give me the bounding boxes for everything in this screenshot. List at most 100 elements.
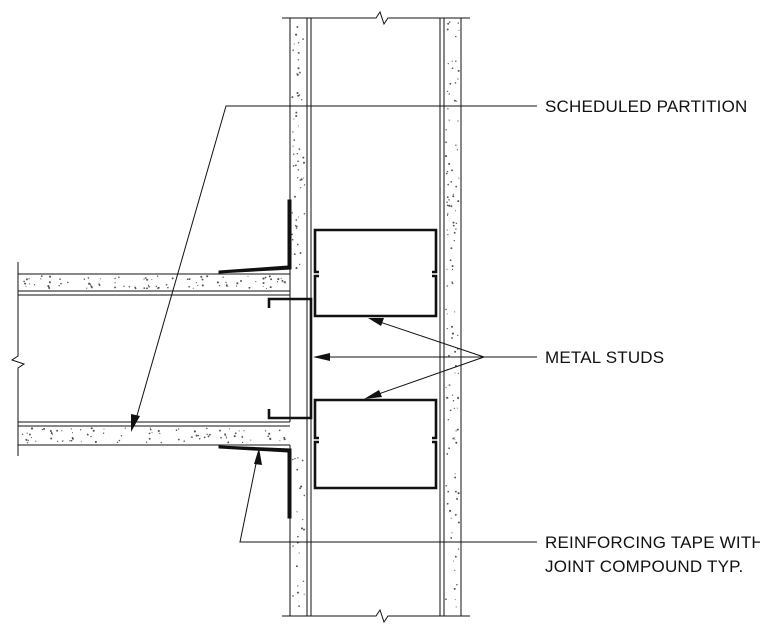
gypsum-speck bbox=[293, 139, 296, 141]
gypsum-speck bbox=[454, 569, 456, 571]
gypsum-speck bbox=[455, 606, 457, 608]
gypsum-speck bbox=[227, 285, 229, 287]
gypsum-speck bbox=[296, 243, 299, 246]
gypsum-speck bbox=[28, 278, 30, 280]
gypsum-speck bbox=[149, 427, 151, 429]
gypsum-speck bbox=[282, 281, 284, 283]
gypsum-speck bbox=[206, 433, 208, 436]
gypsum-speck bbox=[28, 283, 30, 285]
gypsum-speck bbox=[456, 149, 458, 151]
gypsum-speck bbox=[454, 490, 457, 493]
gypsum-speck bbox=[457, 521, 460, 524]
gypsum-speck bbox=[445, 485, 447, 487]
leaders bbox=[131, 105, 537, 543]
gypsum-speck bbox=[294, 457, 296, 460]
gypsum-speck bbox=[446, 285, 448, 287]
gypsum-speck bbox=[90, 427, 93, 430]
gypsum-speck bbox=[71, 432, 74, 434]
gypsum-speck bbox=[445, 172, 448, 175]
gypsum-speck bbox=[236, 282, 239, 285]
gypsum-speck bbox=[456, 428, 459, 431]
gypsum-speck bbox=[452, 221, 455, 224]
gypsum-speck bbox=[297, 160, 299, 163]
gypsum-speck bbox=[31, 437, 33, 439]
gypsum-speck bbox=[291, 96, 294, 99]
gypsum-speck bbox=[455, 60, 457, 63]
gypsum-speck bbox=[450, 325, 454, 328]
gypsum-speck bbox=[292, 49, 294, 51]
gypsum-speck bbox=[450, 205, 453, 208]
gypsum-speck bbox=[240, 280, 242, 282]
gypsum-speck bbox=[293, 153, 295, 155]
gypsum-speck bbox=[451, 394, 454, 396]
gypsum-speck bbox=[150, 428, 152, 431]
gypsum-speck bbox=[448, 93, 450, 95]
gypsum-speck bbox=[455, 430, 457, 432]
gypsum-speck bbox=[118, 276, 120, 278]
gypsum-speck bbox=[454, 210, 456, 212]
gypsum-speck bbox=[444, 155, 448, 158]
gypsum-speck bbox=[292, 458, 294, 461]
gypsum-speck bbox=[276, 281, 279, 283]
gypsum-speck bbox=[114, 286, 117, 289]
gypsum-speck bbox=[455, 144, 457, 146]
metal-stud-upper bbox=[313, 228, 438, 318]
gypsum-speck bbox=[160, 441, 162, 444]
gypsum-speck bbox=[446, 502, 449, 505]
gypsum-speck bbox=[188, 285, 191, 288]
gypsum-speck bbox=[450, 180, 453, 183]
gypsum-speck bbox=[226, 437, 228, 439]
gypsum-speck bbox=[243, 430, 245, 432]
gypsum-speck bbox=[295, 33, 298, 36]
gypsum-speck bbox=[148, 437, 151, 440]
gypsum-speck bbox=[448, 199, 450, 201]
gypsum-speck bbox=[228, 441, 230, 443]
gypsum-speck bbox=[233, 435, 236, 438]
gypsum-speck bbox=[90, 286, 93, 289]
gypsum-speck bbox=[297, 67, 300, 70]
gypsum-speck bbox=[455, 441, 458, 444]
annotations: SCHEDULED PARTITION METAL STUDS REINFORC… bbox=[545, 97, 760, 576]
label-metal-studs: METAL STUDS bbox=[545, 348, 664, 367]
gypsum-speck bbox=[197, 434, 200, 437]
gypsum-speck bbox=[25, 278, 28, 281]
gypsum-speck bbox=[451, 282, 454, 285]
gypsum-speck bbox=[445, 308, 447, 311]
gypsum-speck bbox=[219, 429, 221, 432]
gypsum-speck bbox=[51, 434, 53, 436]
gypsum-speck bbox=[225, 436, 227, 438]
gypsum-speck bbox=[60, 282, 62, 285]
gypsum-speck bbox=[454, 476, 457, 479]
gypsum-speck bbox=[448, 162, 451, 165]
gypsum-speck bbox=[120, 435, 123, 437]
gypsum-speck bbox=[452, 560, 454, 562]
gypsum-speck bbox=[151, 279, 153, 281]
arrowhead-scheduled-partition bbox=[131, 414, 140, 432]
gypsum-speck bbox=[56, 429, 59, 432]
gypsum-speck bbox=[295, 114, 298, 118]
gypsum-speck bbox=[241, 435, 244, 438]
gypsum-speck bbox=[86, 433, 89, 435]
arrowhead-metal-studs-upper bbox=[368, 318, 384, 326]
gypsum-speck bbox=[262, 285, 264, 287]
gypsum-speck bbox=[147, 284, 150, 287]
gypsum-speck bbox=[47, 285, 50, 288]
gypsum-speck bbox=[457, 372, 459, 374]
gypsum-speck bbox=[224, 434, 227, 436]
gypsum-speck bbox=[300, 187, 302, 189]
gypsum-speck bbox=[298, 552, 300, 554]
gypsum-speck bbox=[454, 473, 456, 475]
gypsum-speck bbox=[447, 490, 450, 493]
gypsum-speck bbox=[192, 287, 194, 289]
gypsum-speck bbox=[48, 281, 51, 284]
gypsum-speck bbox=[297, 585, 299, 587]
gypsum-speck bbox=[447, 22, 450, 25]
gypsum-speck bbox=[453, 231, 456, 234]
leader-metal-studs-upper bbox=[373, 319, 485, 358]
gypsum-speck bbox=[451, 532, 453, 534]
gypsum-speck bbox=[103, 428, 105, 430]
gypsum-speck bbox=[295, 111, 298, 114]
gypsum-speck bbox=[450, 536, 453, 539]
gypsum-speck bbox=[296, 511, 298, 513]
